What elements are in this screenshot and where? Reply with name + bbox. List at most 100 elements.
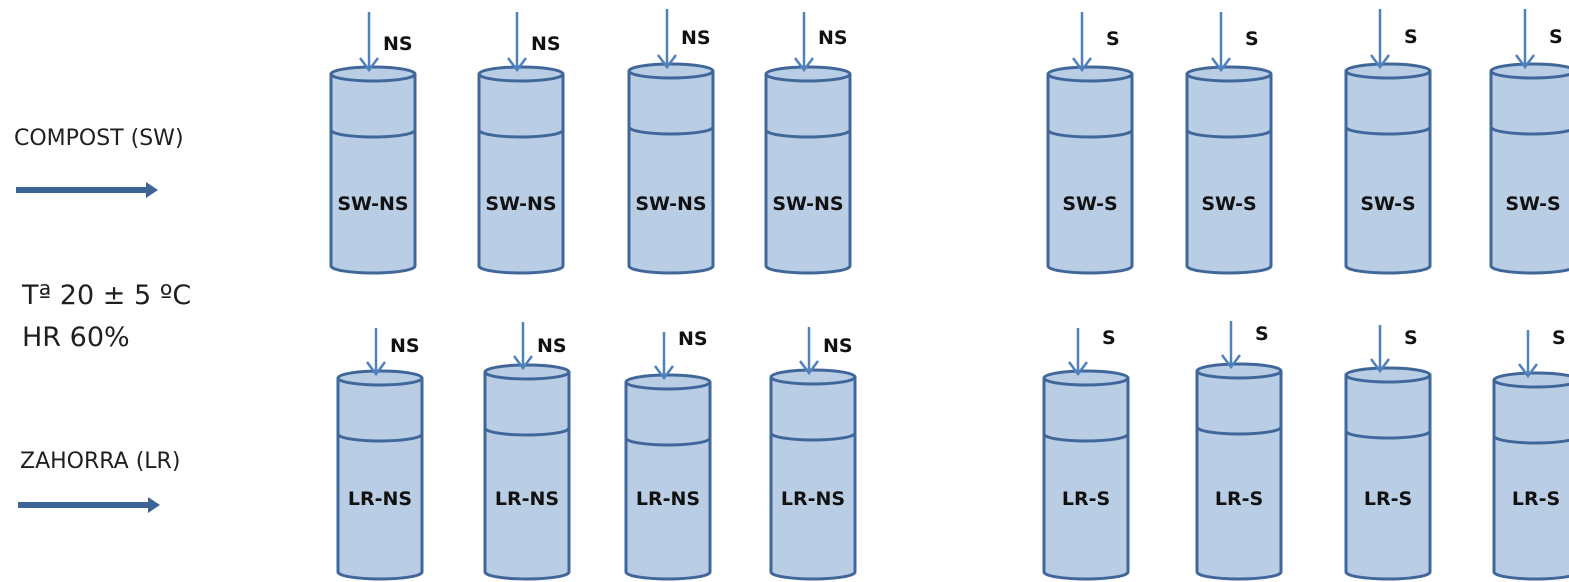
cylinder-label: LR-NS [348,488,412,510]
cylinder-label: LR-S [1215,488,1263,510]
cylinder-label: LR-S [1512,488,1560,510]
sample-cylinder: LR-NS NS [483,322,571,581]
cylinder-body [483,372,571,581]
cylinder-top [764,65,852,83]
treatment-label: S [1549,26,1563,48]
down-arrow-icon [654,332,674,381]
cylinder-label: LR-NS [495,488,559,510]
treatment-label: S [1245,28,1259,50]
cylinder-top [483,363,571,381]
cylinder-band [1344,126,1432,136]
treatment-label: S [1404,26,1418,48]
cylinder-label: SW-NS [485,193,556,215]
treatment-label: NS [681,27,711,49]
cylinder-band [1195,426,1283,436]
down-arrow-icon [1072,12,1092,73]
cylinder-band [1344,430,1432,440]
cylinder-body [336,378,424,581]
down-arrow-icon [366,328,386,377]
cylinder-body [1344,71,1432,275]
down-arrow-icon [657,9,677,70]
cylinder-top [1489,62,1569,80]
sample-cylinder: LR-S S [1195,321,1283,581]
cylinder-top [477,65,565,83]
cylinder-top [1046,65,1134,83]
cylinder-top [627,62,715,80]
down-arrow-icon [1221,321,1241,370]
cylinder-top [329,65,417,83]
treatment-label: S [1102,327,1116,349]
cylinder-label: SW-S [1201,193,1256,215]
cylinder-band [769,432,857,442]
treatment-label: NS [823,335,853,357]
sample-cylinder: SW-NS NS [627,9,715,275]
treatment-label: NS [531,33,561,55]
cylinder-label: SW-NS [635,193,706,215]
cylinder-grid: SW-NSNSSW-NSNSSW-NSNSSW-NSNSSW-SSSW-SSSW… [329,9,1569,581]
cylinder-label: SW-NS [337,193,408,215]
cylinder-top [336,369,424,387]
cylinder-band [329,129,417,139]
humidity-label: HR 60% [22,322,130,353]
treatment-label: NS [537,335,567,357]
cylinder-body [764,74,852,275]
down-arrow-icon [1518,330,1538,379]
sample-cylinder: SW-S S [1344,9,1432,275]
sample-cylinder: SW-S S [1489,9,1569,275]
cylinder-top [1042,369,1130,387]
cylinder-label: SW-S [1062,193,1117,215]
cylinder-label: LR-S [1062,488,1110,510]
down-arrow-icon [1370,325,1390,374]
sample-cylinder: SW-NS NS [477,12,565,275]
cylinder-band [1489,126,1569,136]
down-arrow-icon [359,12,379,73]
down-arrow-icon [507,12,527,73]
cylinder-top [1344,366,1432,384]
cylinder-band [1046,129,1134,139]
cylinder-body [769,377,857,581]
cylinder-band [624,437,712,447]
down-arrow-icon [1068,328,1088,377]
treatment-label: NS [818,27,848,49]
zahorra-label: ZAHORRA (LR) [20,449,180,474]
sample-cylinder: LR-SS [1492,327,1569,581]
cylinder-body [1185,74,1273,275]
sample-cylinder: LR-SS [1344,325,1432,581]
cylinder-top [624,373,712,391]
cylinder-body [1195,371,1283,581]
cylinder-body [1344,375,1432,581]
sample-cylinder: LR-NS NS [624,328,712,581]
cylinder-body [627,71,715,275]
cylinder-body [477,74,565,275]
cylinder-band [336,433,424,443]
compost-arrow [16,182,158,198]
cylinder-band [477,129,565,139]
cylinder-label: SW-S [1505,193,1560,215]
cylinder-top [769,368,857,386]
cylinder-label: SW-S [1360,193,1415,215]
cylinder-body [1492,380,1569,581]
treatment-label: S [1255,323,1269,345]
treatment-label: S [1404,327,1418,349]
cylinder-band [627,126,715,136]
cylinder-top [1492,371,1569,389]
down-arrow-icon [799,327,819,376]
cylinder-band [1185,129,1273,139]
cylinder-band [1492,435,1569,445]
cylinder-top [1185,65,1273,83]
temperature-label: Tª 20 ± 5 ºC [21,280,191,311]
cylinder-top [1344,62,1432,80]
cylinder-band [1042,433,1130,443]
cylinder-label: LR-NS [636,488,700,510]
sample-cylinder: SW-SS [1046,12,1134,275]
cylinder-band [483,427,571,437]
treatment-label: NS [678,328,708,350]
cylinder-body [624,382,712,581]
zahorra-arrow [18,497,160,513]
down-arrow-icon [1211,12,1231,73]
